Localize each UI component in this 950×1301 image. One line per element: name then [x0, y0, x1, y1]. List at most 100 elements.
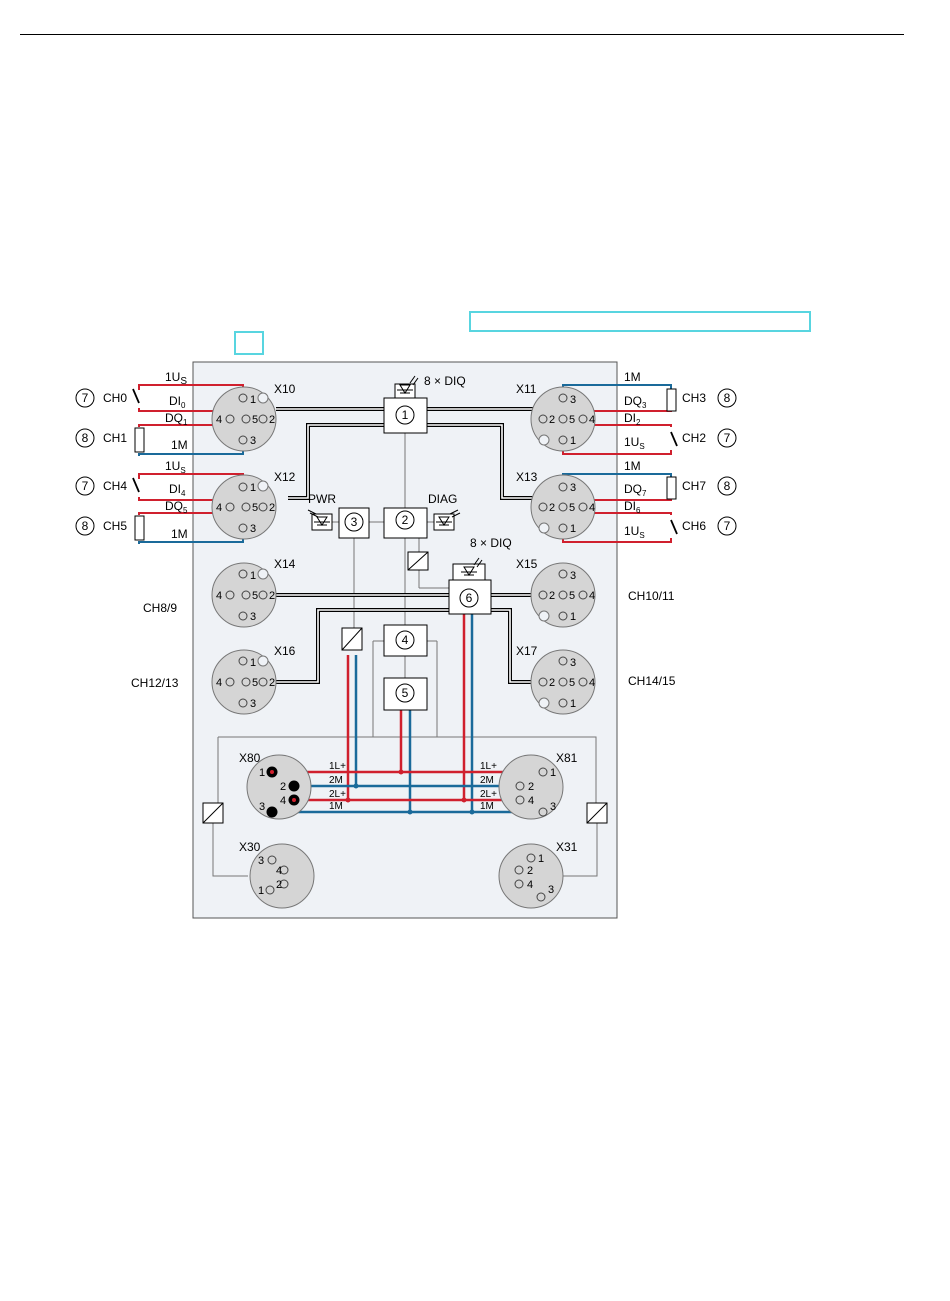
power-rail-labels: 1L+ 2M 2L+ 1M 1L+ 2M 2L+ 1M	[329, 761, 497, 812]
callout-7-ch4: 7	[82, 479, 89, 493]
power-wiring	[272, 614, 543, 814]
signal-dq1: DQ1	[165, 411, 188, 427]
callout-8-ch5: 8	[82, 519, 89, 533]
callout-4: 4	[402, 633, 409, 647]
pwr-label: PWR	[308, 492, 336, 506]
pin-label: 5	[252, 502, 258, 514]
led-symbols	[307, 375, 483, 576]
highlight-box-wide	[469, 311, 811, 332]
ch0-label: CH0	[103, 391, 127, 405]
pin-label: 1	[550, 767, 556, 779]
signal-dq5: DQ5	[165, 499, 188, 515]
callout-circles	[75, 388, 737, 703]
pin-label: 3	[550, 801, 556, 813]
callout-6: 6	[466, 591, 473, 605]
pin-label: 4	[216, 502, 222, 514]
x10-label: X10	[274, 382, 296, 396]
pin-label: 3	[258, 855, 264, 867]
pin-label: 2	[269, 414, 275, 426]
block-titles: PWR DIAG 8 × DIQ 8 × DIQ	[308, 374, 512, 550]
callout-8-ch7: 8	[724, 479, 731, 493]
x80-label: X80	[239, 751, 261, 765]
pin-numbers: 1 4 5 2 3 1 4 5 2 3 1 4 5 2 3 1 4 5 2 3 …	[216, 394, 595, 897]
pin-label: 1	[570, 523, 576, 535]
x11-label: X11	[516, 382, 537, 396]
pin-label: 2	[549, 590, 555, 602]
pin-label: 3	[250, 698, 256, 710]
ch5-label: CH5	[103, 519, 127, 533]
x81-label: X81	[556, 751, 578, 765]
header-rule	[20, 34, 904, 35]
pin-label: 2	[527, 865, 533, 877]
pin-label: 3	[250, 435, 256, 447]
rail-2l-plus-right: 2L+	[480, 789, 497, 800]
pin-label: 3	[548, 884, 554, 896]
pin-label: 3	[570, 482, 576, 494]
signal-di4: DI4	[169, 482, 186, 498]
pin-label: 2	[276, 879, 282, 891]
ch4-label: CH4	[103, 479, 127, 493]
callout-1: 1	[402, 408, 409, 422]
x30-label: X30	[239, 840, 261, 854]
ch2-label: CH2	[682, 431, 706, 445]
pin-label: 1	[250, 482, 256, 494]
ch3-label: CH3	[682, 391, 706, 405]
ch14-15-label: CH14/15	[628, 674, 676, 688]
pin-label: 4	[589, 590, 595, 602]
rail-2l-plus-left: 2L+	[329, 789, 346, 800]
pin-label: 1	[570, 698, 576, 710]
signal-1us: 1US	[624, 524, 645, 540]
ch6-label: CH6	[682, 519, 706, 533]
switch-symbols	[132, 388, 678, 535]
pin-label: 2	[528, 781, 534, 793]
signal-dq3: DQ3	[624, 394, 647, 410]
load-symbols	[134, 388, 677, 541]
signal-1us: 1US	[165, 459, 186, 475]
callout-7-ch2: 7	[724, 431, 731, 445]
connectors	[211, 386, 596, 909]
pin-label: 4	[589, 502, 595, 514]
x16-label: X16	[274, 644, 296, 658]
x17-label: X17	[516, 644, 538, 658]
callout-8-ch3: 8	[724, 391, 731, 405]
ch7-label: CH7	[682, 479, 706, 493]
ch10-11-label: CH10/11	[628, 589, 675, 603]
pin-label: 4	[589, 677, 595, 689]
rail-2m-right: 2M	[480, 775, 494, 786]
rail-1l-plus-left: 1L+	[329, 761, 346, 772]
x15-label: X15	[516, 557, 538, 571]
highlight-box-small	[234, 331, 264, 355]
signal-di2: DI2	[624, 411, 641, 427]
rail-1m-right: 1M	[480, 801, 494, 812]
pin-label: 4	[527, 879, 533, 891]
pin-label: 1	[538, 853, 544, 865]
diag-label: DIAG	[428, 492, 457, 506]
callout-7-ch0: 7	[82, 391, 89, 405]
pin-label: 1	[258, 885, 264, 897]
pin-label: 3	[259, 801, 265, 813]
pin-label: 5	[252, 414, 258, 426]
pin-label: 3	[250, 611, 256, 623]
callout-3: 3	[351, 515, 358, 529]
internal-bus	[276, 407, 533, 684]
x80-pin-highlights	[270, 770, 296, 802]
pin-label: 2	[269, 502, 275, 514]
pin-label: 5	[569, 677, 575, 689]
pin-label: 5	[252, 590, 258, 602]
x14-label: X14	[274, 557, 296, 571]
pin-label: 5	[569, 502, 575, 514]
rail-1l-plus-right: 1L+	[480, 761, 497, 772]
pin-label: 1	[250, 570, 256, 582]
pin-label: 2	[549, 414, 555, 426]
pin-label: 4	[216, 677, 222, 689]
pin-label: 4	[216, 414, 222, 426]
connector-notches	[257, 392, 550, 709]
pin-label: 5	[569, 590, 575, 602]
x31-label: X31	[556, 840, 578, 854]
pin-label: 1	[570, 435, 576, 447]
callout-7-ch6: 7	[724, 519, 731, 533]
pin-label: 3	[570, 394, 576, 406]
signal-labels: 1US DI0 DQ1 1M 1US DI4 DQ5 1M 1M DQ3 DI2…	[165, 370, 647, 541]
pin-label: 4	[589, 414, 595, 426]
